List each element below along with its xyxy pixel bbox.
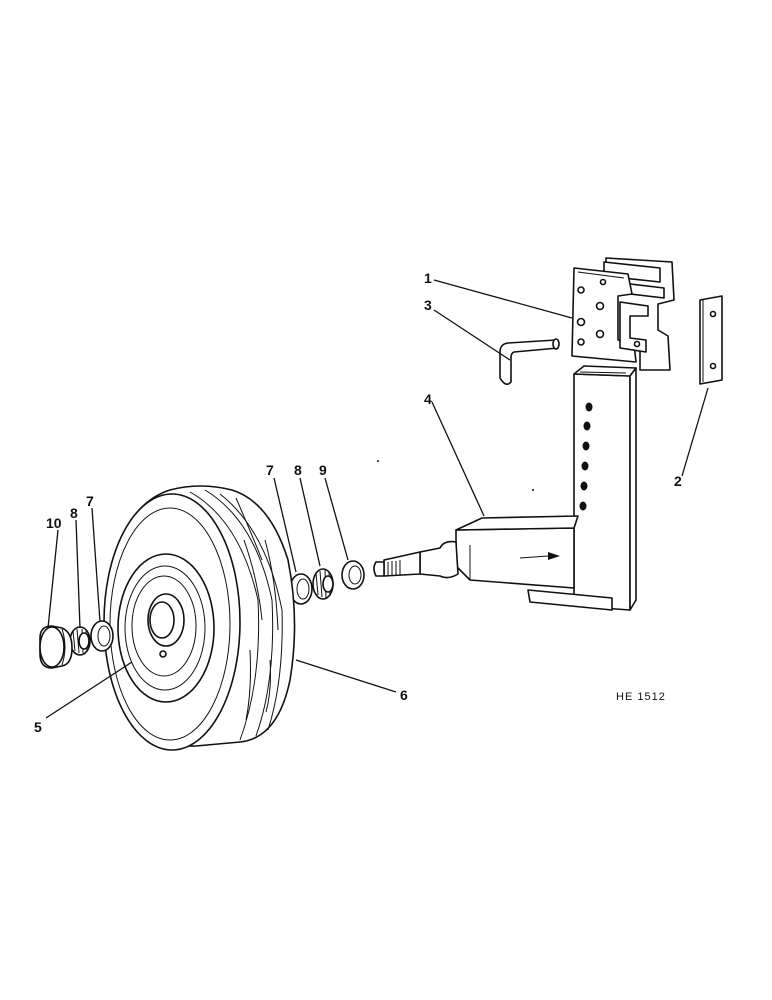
reference-code: HE 1512 — [616, 691, 666, 703]
callout-10: 10 — [46, 515, 62, 531]
callout-7-right: 7 — [266, 462, 274, 478]
bearing-cone-left — [69, 626, 91, 656]
l-pin — [499, 338, 560, 386]
callout-2: 2 — [674, 473, 682, 489]
bearing-cup-left — [90, 620, 114, 652]
callout-6: 6 — [400, 687, 408, 703]
bearing-cone-right — [312, 568, 334, 600]
callout-9: 9 — [319, 462, 327, 478]
callout-7-left: 7 — [86, 493, 94, 509]
scan-speck — [532, 489, 534, 491]
scan-speck — [377, 460, 379, 462]
callout-4: 4 — [424, 391, 432, 407]
seal-right — [341, 560, 365, 590]
spindle-arm — [373, 365, 637, 611]
callout-8-right: 8 — [294, 462, 302, 478]
leader-lines — [45, 279, 709, 719]
strap-plate — [699, 295, 723, 385]
mounting-bracket — [571, 257, 675, 371]
wheel-assembly — [103, 485, 296, 751]
callout-labels: 1 3 2 4 5 6 7 8 9 10 8 7 HE 1512 — [34, 270, 682, 735]
callout-5: 5 — [34, 719, 42, 735]
callout-8-left: 8 — [70, 505, 78, 521]
hub-cap — [39, 625, 73, 669]
callout-3: 3 — [424, 297, 432, 313]
callout-1: 1 — [424, 270, 432, 286]
